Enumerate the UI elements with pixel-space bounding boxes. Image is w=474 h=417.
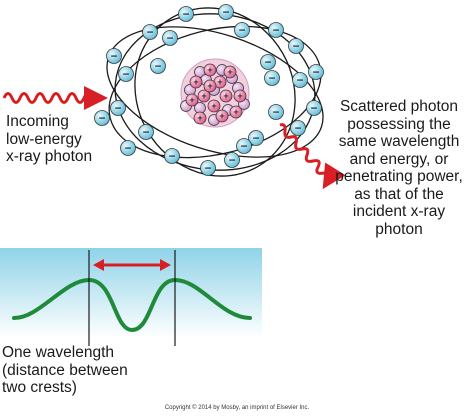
proton: + <box>207 99 221 113</box>
electron: − <box>292 72 308 88</box>
proton: + <box>229 105 243 119</box>
svg-text:+: + <box>233 108 239 117</box>
electron: − <box>290 120 306 136</box>
electron: − <box>118 66 134 82</box>
wavelength-panel <box>0 248 262 346</box>
electron: − <box>234 22 250 38</box>
proton: + <box>215 109 229 123</box>
svg-text:+: + <box>211 102 217 111</box>
electron: − <box>106 48 122 64</box>
electrons: −−−−−−−−−−−−−−−−−−−−−−−−−− <box>94 4 324 176</box>
svg-text:−: − <box>272 107 280 118</box>
svg-text:+: + <box>217 78 223 87</box>
svg-text:+: + <box>207 66 213 75</box>
svg-text:−: − <box>182 9 190 20</box>
electron: − <box>142 24 158 40</box>
svg-text:−: − <box>124 143 132 154</box>
proton: + <box>219 89 233 103</box>
svg-text:−: − <box>166 33 174 44</box>
electron: − <box>200 160 216 176</box>
electron: − <box>268 22 284 38</box>
electron: − <box>218 4 234 20</box>
electron: − <box>164 148 180 164</box>
svg-text:+: + <box>223 92 229 101</box>
svg-text:−: − <box>238 25 246 36</box>
svg-text:−: − <box>110 51 118 62</box>
svg-text:−: − <box>310 103 318 114</box>
electron: − <box>236 138 252 154</box>
proton: + <box>189 75 203 89</box>
electron: − <box>162 30 178 46</box>
svg-text:−: − <box>268 73 276 84</box>
svg-text:−: − <box>264 57 272 68</box>
svg-text:+: + <box>189 96 195 105</box>
sine-wave-curve <box>12 277 252 333</box>
svg-text:−: − <box>154 61 162 72</box>
svg-text:+: + <box>227 68 233 77</box>
svg-text:−: − <box>168 151 176 162</box>
svg-text:−: − <box>252 133 260 144</box>
proton: + <box>223 65 237 79</box>
scattered-photon-wave <box>279 123 346 190</box>
incoming-photon-label: Incoming low-energy x-ray photon <box>6 113 93 165</box>
svg-text:−: − <box>292 41 300 52</box>
electron: − <box>94 110 110 126</box>
svg-text:−: − <box>240 141 248 152</box>
electron: − <box>306 100 322 116</box>
electron: − <box>288 38 304 54</box>
proton: + <box>185 93 199 107</box>
electron: − <box>264 70 280 86</box>
electron: − <box>110 100 126 116</box>
incoming-photon-wave <box>2 86 108 110</box>
electron: − <box>248 130 264 146</box>
wavelength-panel-background <box>0 248 262 338</box>
electron: − <box>268 104 284 120</box>
wavelength-label: One wavelength (distance between two cre… <box>2 344 128 396</box>
svg-text:−: − <box>294 123 302 134</box>
proton: + <box>203 63 217 77</box>
svg-text:−: − <box>222 7 230 18</box>
svg-text:−: − <box>272 25 280 36</box>
proton: + <box>193 111 207 125</box>
svg-text:−: − <box>98 113 106 124</box>
electron: − <box>138 124 154 140</box>
svg-text:+: + <box>237 92 243 101</box>
proton: + <box>203 79 217 93</box>
svg-text:−: − <box>228 155 236 166</box>
svg-text:−: − <box>296 75 304 86</box>
svg-text:−: − <box>146 27 154 38</box>
electron: − <box>178 6 194 22</box>
nucleus: +++++++++++++ <box>180 58 250 128</box>
proton: + <box>233 89 247 103</box>
svg-text:+: + <box>207 82 213 91</box>
svg-text:+: + <box>193 78 199 87</box>
svg-text:−: − <box>142 127 150 138</box>
scattered-photon-label: Scattered photon possessing the same wav… <box>335 98 463 238</box>
svg-text:+: + <box>219 112 225 121</box>
svg-text:−: − <box>312 67 320 78</box>
svg-text:+: + <box>197 114 203 123</box>
electron: − <box>308 64 324 80</box>
electron: − <box>150 58 166 74</box>
electron: − <box>260 54 276 70</box>
wavelength-arrow <box>93 259 171 271</box>
electron: − <box>120 140 136 156</box>
electron: − <box>224 152 240 168</box>
proton: + <box>197 89 211 103</box>
svg-text:−: − <box>122 69 130 80</box>
svg-text:−: − <box>204 163 212 174</box>
svg-text:+: + <box>201 92 207 101</box>
copyright-notice: Copyright © 2014 by Mosby, an imprint of… <box>164 405 310 411</box>
svg-text:−: − <box>114 103 122 114</box>
